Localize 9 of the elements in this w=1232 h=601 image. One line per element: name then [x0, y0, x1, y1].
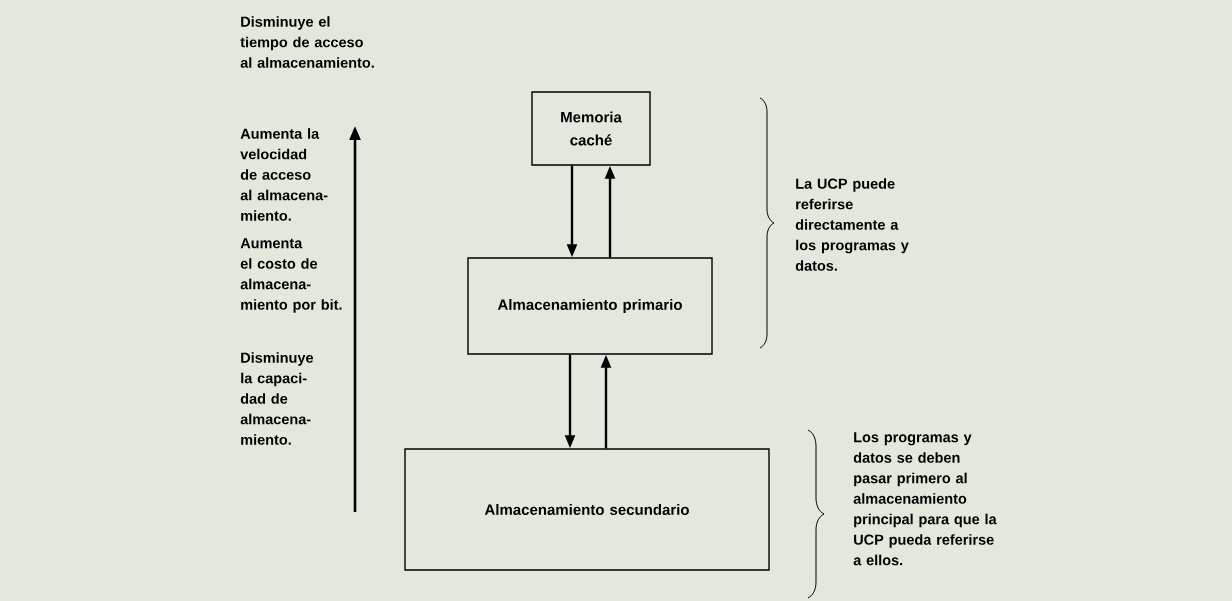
storage-box: Almacenamiento primario [467, 257, 713, 355]
storage-box: Almacenamiento secundario [404, 448, 770, 571]
note-text: Aumenta el costo de almacena- miento por bit. [240, 238, 342, 313]
note-text: Los programas y datos se deben pasar primero al almacenamiento principal para que la UCP pueda referirse a ellos. [853, 432, 997, 566]
note-text: Disminuye la capaci- dad de almacena- miento. [240, 352, 314, 445]
storage-box: Memoria caché [531, 91, 651, 166]
note-text: Disminuye el tiempo de acceso al almacenamiento. [240, 16, 374, 68]
note-text: La UCP puede referirse directamente a los programas y datos. [795, 178, 909, 271]
note-text: Aumenta la velocidad de acceso al almacena- miento. [240, 128, 328, 221]
